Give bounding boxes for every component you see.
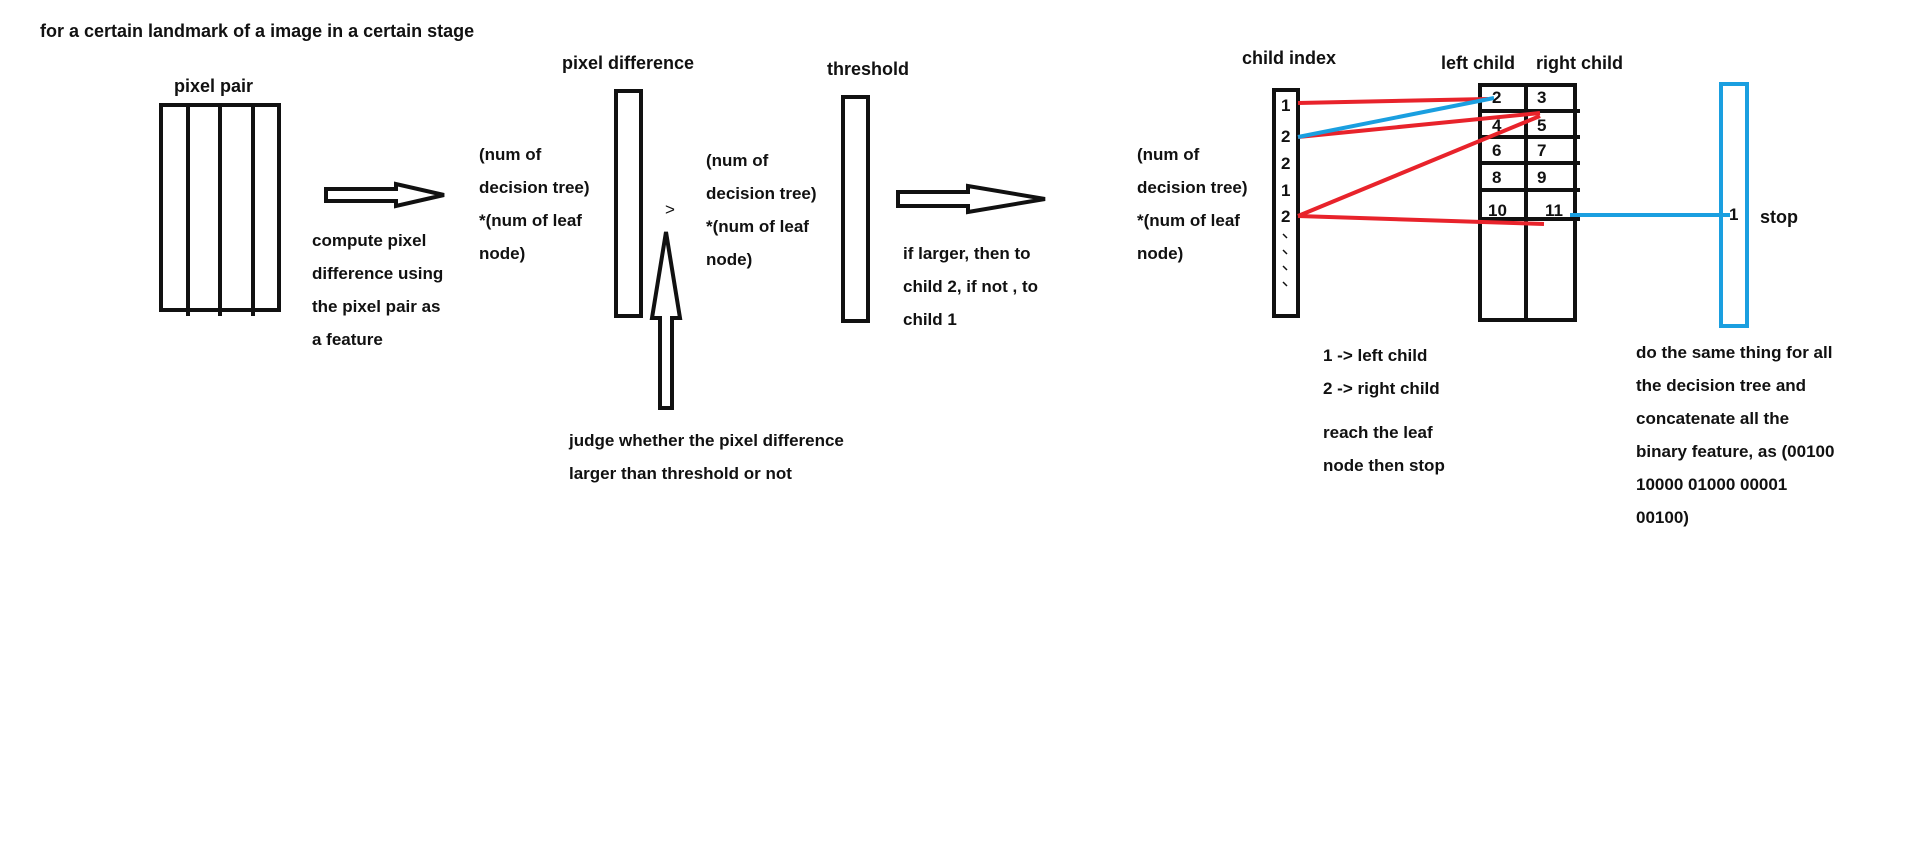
left-child-cell: 8 [1492,168,1502,187]
right-child-cell: 5 [1537,116,1547,135]
note-line: *(num of leaf [479,211,582,230]
concat-line: 00100) [1636,508,1689,527]
left-child-cell: 10 [1488,201,1507,220]
child-index-value: 2 [1281,154,1291,173]
pixel-pair-caption: compute pixel difference using the pixel… [312,224,443,356]
rule-line: child 1 [903,310,957,329]
left-child-cell: 6 [1492,141,1502,160]
right-arrow-1 [324,181,445,209]
right-child-label: right child [1536,53,1623,73]
child-legend: 1 -> left child 2 -> right child [1323,339,1440,405]
concat-note: do the same thing for all the decision t… [1636,336,1834,534]
page-title: for a certain landmark of a image in a c… [40,21,475,41]
child-index-value: 2 [1281,207,1291,226]
red-connection-lines [1297,97,1545,226]
note-line: judge whether the pixel difference [569,431,844,450]
up-arrow [649,231,683,410]
concat-line: do the same thing for all [1636,343,1833,362]
note-line: decision tree) [706,184,817,203]
child-index-value: 1 [1281,181,1291,200]
concat-line: the decision tree and [1636,376,1807,395]
child-index-size-note: (num of decision tree) *(num of leaf nod… [1137,138,1248,270]
rule-line: child 2, if not , to [903,277,1039,296]
note-line: (num of [1137,145,1200,164]
child-index-value: 1 [1281,96,1291,115]
threshold-size-note: (num of decision tree) *(num of leaf nod… [706,144,817,276]
note-line: decision tree) [479,178,590,197]
child-index-value: 2 [1281,127,1291,146]
left-child-label: left child [1441,53,1516,73]
caption-line: compute pixel [312,231,427,250]
threshold-label: threshold [827,59,910,79]
child-index-ticks [1282,233,1288,287]
pixel-difference-bar [614,89,643,318]
stop-note: reach the leaf node then stop [1323,416,1445,482]
note-line: *(num of leaf [706,217,809,236]
concat-line: concatenate all the [1636,409,1790,428]
note-line: node) [1137,244,1184,263]
concat-line: binary feature, as (00100 [1636,442,1835,461]
left-child-cell: 2 [1492,88,1502,107]
right-child-cell: 7 [1537,141,1547,160]
right-child-cell: 3 [1537,88,1547,107]
judge-note: judge whether the pixel difference large… [569,424,844,490]
concat-line: 10000 01000 00001 [1636,475,1788,494]
leaf-value: 1 [1729,205,1739,224]
threshold-rule: if larger, then to child 2, if not , to … [903,237,1038,336]
legend-line: 1 -> left child [1323,346,1428,365]
stop-label: stop [1760,207,1798,227]
threshold-bar [841,95,870,323]
right-child-cell: 11 [1545,201,1563,220]
pixel-pair-block [159,103,281,316]
greater-than-symbol: > [665,200,675,219]
legend-line: 2 -> right child [1323,379,1440,398]
rule-line: if larger, then to [903,244,1031,263]
right-arrow-2 [896,183,1046,215]
child-index-bar [1272,88,1300,318]
note-line: (num of [479,145,542,164]
caption-line: a feature [312,330,383,349]
pixel-difference-size-note: (num of decision tree) *(num of leaf nod… [479,138,590,270]
caption-line: difference using [312,264,444,283]
child-index-label: child index [1242,48,1337,68]
note-line: (num of [706,151,769,170]
blue-connection-lines [1297,96,1730,217]
note-line: node) [479,244,526,263]
stop-note-line: node then stop [1323,456,1445,475]
children-table-grid [1478,83,1580,322]
caption-line: the pixel pair as [312,297,441,316]
right-child-cell: 9 [1537,168,1547,187]
stop-note-line: reach the leaf [1323,423,1433,442]
note-line: decision tree) [1137,178,1248,197]
left-child-cell: 4 [1492,116,1502,135]
pixel-pair-label: pixel pair [174,76,254,96]
note-line: larger than threshold or not [569,464,792,483]
note-line: node) [706,250,753,269]
leaf-bar [1719,82,1749,328]
pixel-difference-label: pixel difference [562,53,695,73]
note-line: *(num of leaf [1137,211,1240,230]
